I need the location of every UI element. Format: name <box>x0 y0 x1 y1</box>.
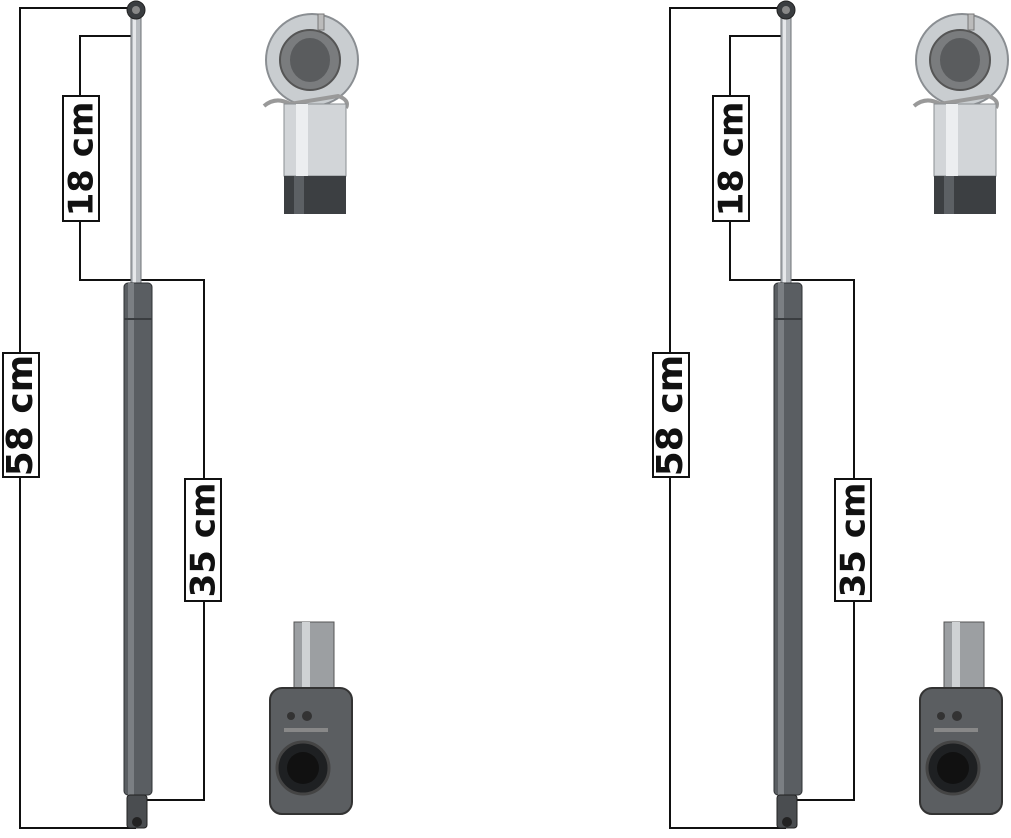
eyelet-detail <box>919 621 1003 815</box>
total-length-label: 58 cm <box>650 352 692 478</box>
body-length-label-text: 35 cm <box>183 482 224 598</box>
body-length-label: 35 cm <box>183 478 224 602</box>
bottom-end-fitting <box>776 794 798 829</box>
ball-socket-detail <box>912 13 1009 214</box>
bottom-end-fitting <box>126 794 148 829</box>
gas-strut-right: 18 cm 58 cm 35 cm <box>650 0 1011 838</box>
eyelet-detail <box>269 621 353 815</box>
strut-drawing <box>19 0 359 829</box>
stroke-label: 18 cm <box>711 95 752 222</box>
ball-socket-detail <box>262 13 359 214</box>
stroke-label: 18 cm <box>61 95 102 222</box>
total-length-label-text: 58 cm <box>650 354 692 476</box>
stroke-label-text: 18 cm <box>711 101 752 216</box>
total-length-label: 58 cm <box>0 352 42 478</box>
body-length-label: 35 cm <box>833 478 874 602</box>
strut-drawing <box>669 0 1009 829</box>
body-length-label-text: 35 cm <box>833 482 874 598</box>
total-length-label-text: 58 cm <box>0 354 42 476</box>
gas-strut-left: 18 cm 58 cm 35 cm <box>0 0 500 838</box>
stroke-label-text: 18 cm <box>61 101 102 216</box>
